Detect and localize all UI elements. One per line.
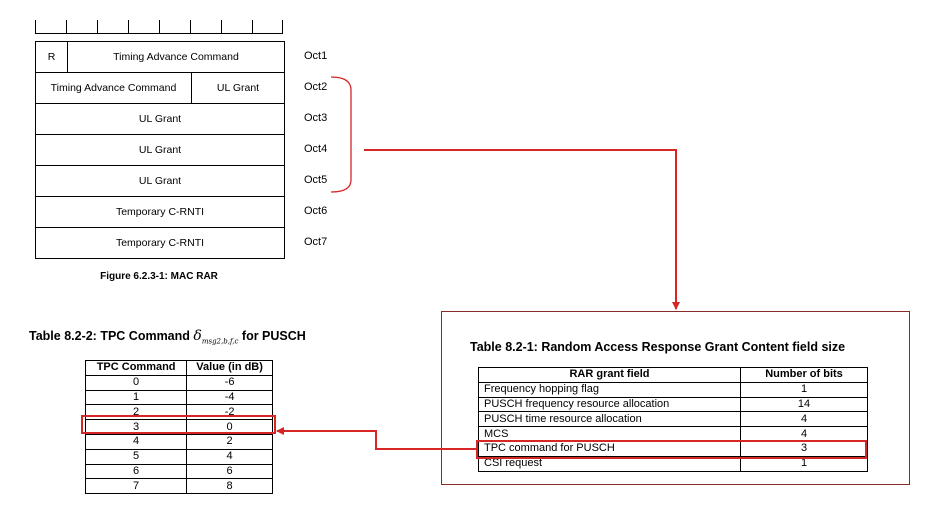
tpc-field-highlight [476, 440, 867, 459]
rar-field: Timing Advance Command [67, 42, 284, 72]
column-header: Value (in dB) [186, 360, 273, 376]
rar-field: UL Grant [138, 113, 182, 125]
grant-table-frame [441, 311, 910, 485]
rar-field: UL Grant [138, 175, 182, 187]
tpc-title-prefix: Table 8.2-2: TPC Command [29, 329, 190, 343]
rar-octet-3: UL Grant [36, 103, 284, 134]
rar-field: Timing Advance Command [50, 82, 177, 94]
grant-arrow [364, 149, 680, 310]
octet-label: Oct1 [304, 50, 328, 62]
octet-label: Oct6 [304, 205, 328, 217]
table-cell: PUSCH time resource allocation [478, 411, 741, 428]
table-cell: 8 [186, 478, 273, 495]
rar-octet-1: R Timing Advance Command [36, 42, 284, 72]
rar-octet-2: Timing Advance Command UL Grant [36, 72, 284, 103]
table-cell: CSI request [478, 455, 741, 472]
table-cell: PUSCH frequency resource allocation [478, 396, 741, 413]
delta-symbol: δ [193, 328, 202, 344]
delta-subscript: msg2,b,f,c [201, 337, 239, 346]
mac-rar-diagram: R Timing Advance Command Timing Advance … [35, 41, 285, 259]
rar-octet-5: UL Grant [36, 165, 284, 196]
octet-label: Oct5 [304, 174, 328, 186]
rar-octet-7: Temporary C-RNTI [36, 227, 284, 258]
grant-table-title: Table 8.2-1: Random Access Response Gran… [470, 340, 846, 354]
octet-brace [330, 76, 352, 193]
octet-label: Oct7 [304, 236, 328, 248]
octet-label: Oct4 [304, 143, 328, 155]
tpc-table-title: Table 8.2-2: TPC Command δmsg2,b,f,c for… [29, 328, 306, 346]
tpc-title-suffix: for PUSCH [241, 329, 306, 343]
rar-field: Temporary C-RNTI [115, 206, 205, 218]
rar-field: UL Grant [191, 73, 284, 103]
rar-field: R [47, 51, 56, 63]
rar-grant-table: RAR grant field Number of bits Frequency… [478, 367, 868, 472]
table-cell: 1 [740, 455, 868, 472]
octet-label: Oct3 [304, 112, 328, 124]
table-cell: 4 [740, 426, 868, 442]
bit-ruler [35, 20, 283, 34]
figure-caption: Figure 6.2.3-1: MAC RAR [100, 271, 218, 282]
rar-octet-4: UL Grant [36, 134, 284, 165]
rar-field: Temporary C-RNTI [115, 237, 205, 249]
octet-label: Oct2 [304, 81, 328, 93]
tpc-arrow [276, 427, 477, 450]
rar-octet-6: Temporary C-RNTI [36, 196, 284, 227]
table-header-row: RAR grant field Number of bits [478, 367, 868, 383]
tpc-value-highlight [81, 415, 276, 434]
table-cell: 7 [84, 478, 188, 495]
table-row: 1-4 [84, 389, 273, 406]
rar-field: UL Grant [138, 144, 182, 156]
